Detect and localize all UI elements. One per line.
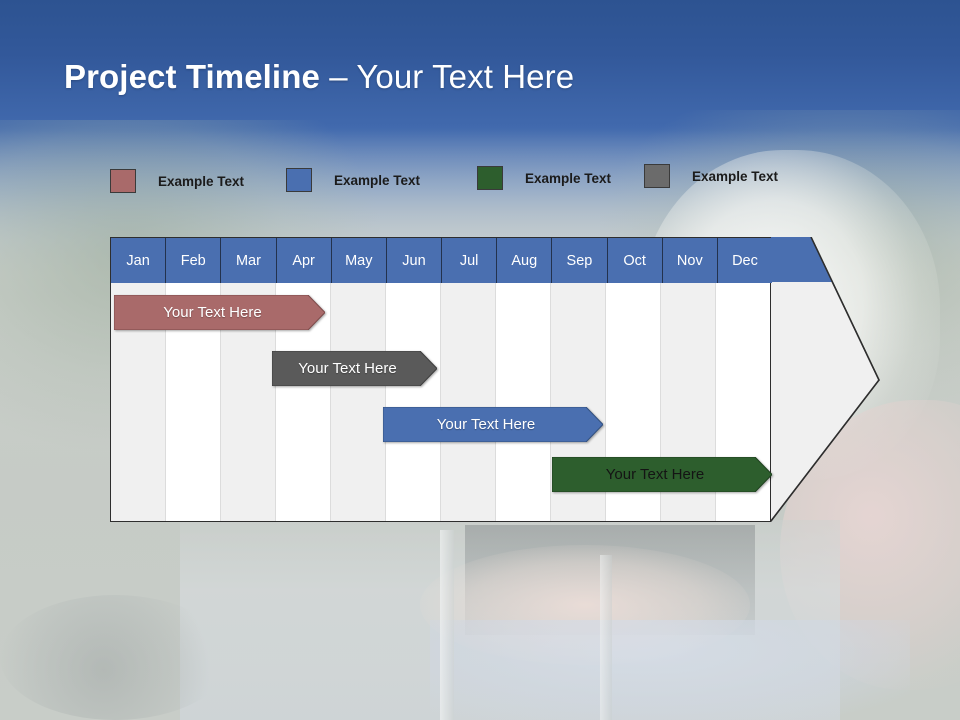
task-bar-red-label: Your Text Here xyxy=(163,304,262,321)
task-bar-red-shape xyxy=(113,294,326,331)
month-header-may[interactable]: May xyxy=(331,238,387,283)
month-header-oct[interactable]: Oct xyxy=(607,238,663,283)
month-header-sep[interactable]: Sep xyxy=(552,238,608,283)
column-jan xyxy=(111,238,166,521)
month-header-apr[interactable]: Apr xyxy=(276,238,332,283)
month-header-aug[interactable]: Aug xyxy=(497,238,553,283)
task-bar-gray-label: Your Text Here xyxy=(298,360,397,377)
task-bar-gray[interactable]: Your Text Here xyxy=(271,350,438,387)
task-bar-blue[interactable]: Your Text Here xyxy=(382,406,604,443)
page-title-strong: Project Timeline xyxy=(64,58,320,95)
task-bar-blue-label: Your Text Here xyxy=(436,416,536,433)
column-feb xyxy=(166,238,221,521)
task-bar-green-label: Your Text Here xyxy=(605,466,705,483)
page-title-light: – Your Text Here xyxy=(319,58,575,95)
wheelchair-wheel xyxy=(0,595,230,720)
legend-swatch-green xyxy=(477,166,503,190)
task-bar-red[interactable]: Your Text Here xyxy=(113,294,326,331)
person-lap xyxy=(430,620,910,720)
task-bar-green[interactable]: Your Text Here xyxy=(551,456,773,493)
legend-swatch-blue xyxy=(286,168,312,192)
legend: Example Text Example Text Example Text E… xyxy=(110,164,900,195)
month-header-dec[interactable]: Dec xyxy=(717,238,773,283)
column-aug xyxy=(496,238,551,521)
column-mar xyxy=(221,238,276,521)
task-bar-green-shape xyxy=(551,456,773,493)
legend-swatch-gray xyxy=(644,164,670,188)
task-bar-gray-shape xyxy=(271,350,438,387)
month-header-jun[interactable]: Jun xyxy=(386,238,443,283)
page-title: Project Timeline – Your Text Here xyxy=(64,58,574,96)
legend-item-red[interactable]: Example Text xyxy=(110,169,244,193)
month-header-row: Jan Feb Mar Apr May Jun Jul Aug Sep Oct … xyxy=(111,238,773,283)
column-jul xyxy=(441,238,496,521)
legend-swatch-red xyxy=(110,169,136,193)
legend-label-red: Example Text xyxy=(158,173,245,189)
timeline-arrow-head xyxy=(769,237,880,522)
month-header-nov[interactable]: Nov xyxy=(662,238,718,283)
month-header-jul[interactable]: Jul xyxy=(442,238,498,283)
legend-label-gray: Example Text xyxy=(692,168,779,184)
legend-label-green: Example Text xyxy=(525,170,612,186)
timeline-chart: Jan Feb Mar Apr May Jun Jul Aug Sep Oct … xyxy=(110,237,880,522)
wheelchair-frame-2 xyxy=(600,555,612,720)
legend-item-gray[interactable]: Example Text xyxy=(644,164,778,188)
legend-label-blue: Example Text xyxy=(334,172,421,188)
legend-item-green[interactable]: Example Text xyxy=(477,166,611,190)
task-bar-blue-shape xyxy=(382,406,604,443)
month-header-mar[interactable]: Mar xyxy=(221,238,277,283)
month-header-feb[interactable]: Feb xyxy=(166,238,222,283)
month-header-jan[interactable]: Jan xyxy=(111,238,167,283)
wheelchair-frame xyxy=(440,530,454,720)
legend-item-blue[interactable]: Example Text xyxy=(286,168,420,192)
